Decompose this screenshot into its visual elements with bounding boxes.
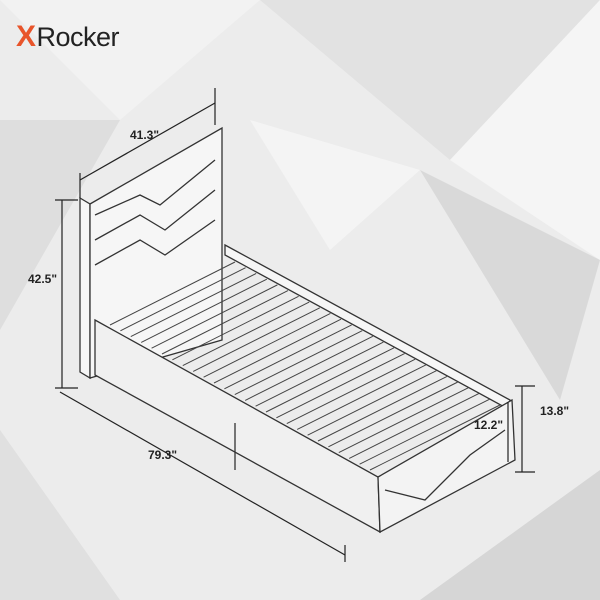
slat [213,318,342,384]
headboard-stripe [94,159,216,216]
slat [348,393,480,459]
side-height-label: 13.8" [540,404,570,418]
length-label: 79.3" [148,448,178,462]
slat [359,398,490,465]
right-rail [224,243,511,412]
slat [265,347,395,413]
slat [130,272,257,338]
bed-slats [109,261,501,471]
slat [296,364,427,430]
slat [328,381,458,448]
slat [307,370,437,436]
width-dimension-line [79,102,216,181]
slat [338,387,469,454]
slat [203,313,331,378]
slat [286,358,416,425]
logo-x: X [16,20,36,53]
logo-text: Rocker [36,21,120,52]
left-rail [94,318,381,534]
slat [224,324,352,390]
dimension-lines [55,88,535,562]
footboard-stripe [384,429,506,501]
xrocker-logo: X Rocker [16,20,120,54]
slat [140,278,268,343]
slat [369,404,501,471]
slat [151,284,278,349]
slat [182,301,310,367]
footboard-height-label: 12.2" [474,418,504,432]
slat [120,267,246,332]
slat [276,353,405,419]
slat [161,290,289,355]
slat [172,295,299,361]
slat [109,261,236,326]
footboard [377,398,516,534]
slat [234,330,363,396]
headboard-stripe [94,189,216,241]
bed-outline [79,126,516,534]
headboard [89,126,223,379]
slat [317,375,448,442]
slat [255,341,384,407]
headboard-stripe [94,219,216,266]
headboard-width-label: 41.3" [130,128,160,142]
slat [192,307,321,372]
headboard-height-label: 42.5" [28,272,58,286]
headboard-side [79,196,91,380]
length-dimension-line [59,391,346,556]
slat [244,335,374,401]
